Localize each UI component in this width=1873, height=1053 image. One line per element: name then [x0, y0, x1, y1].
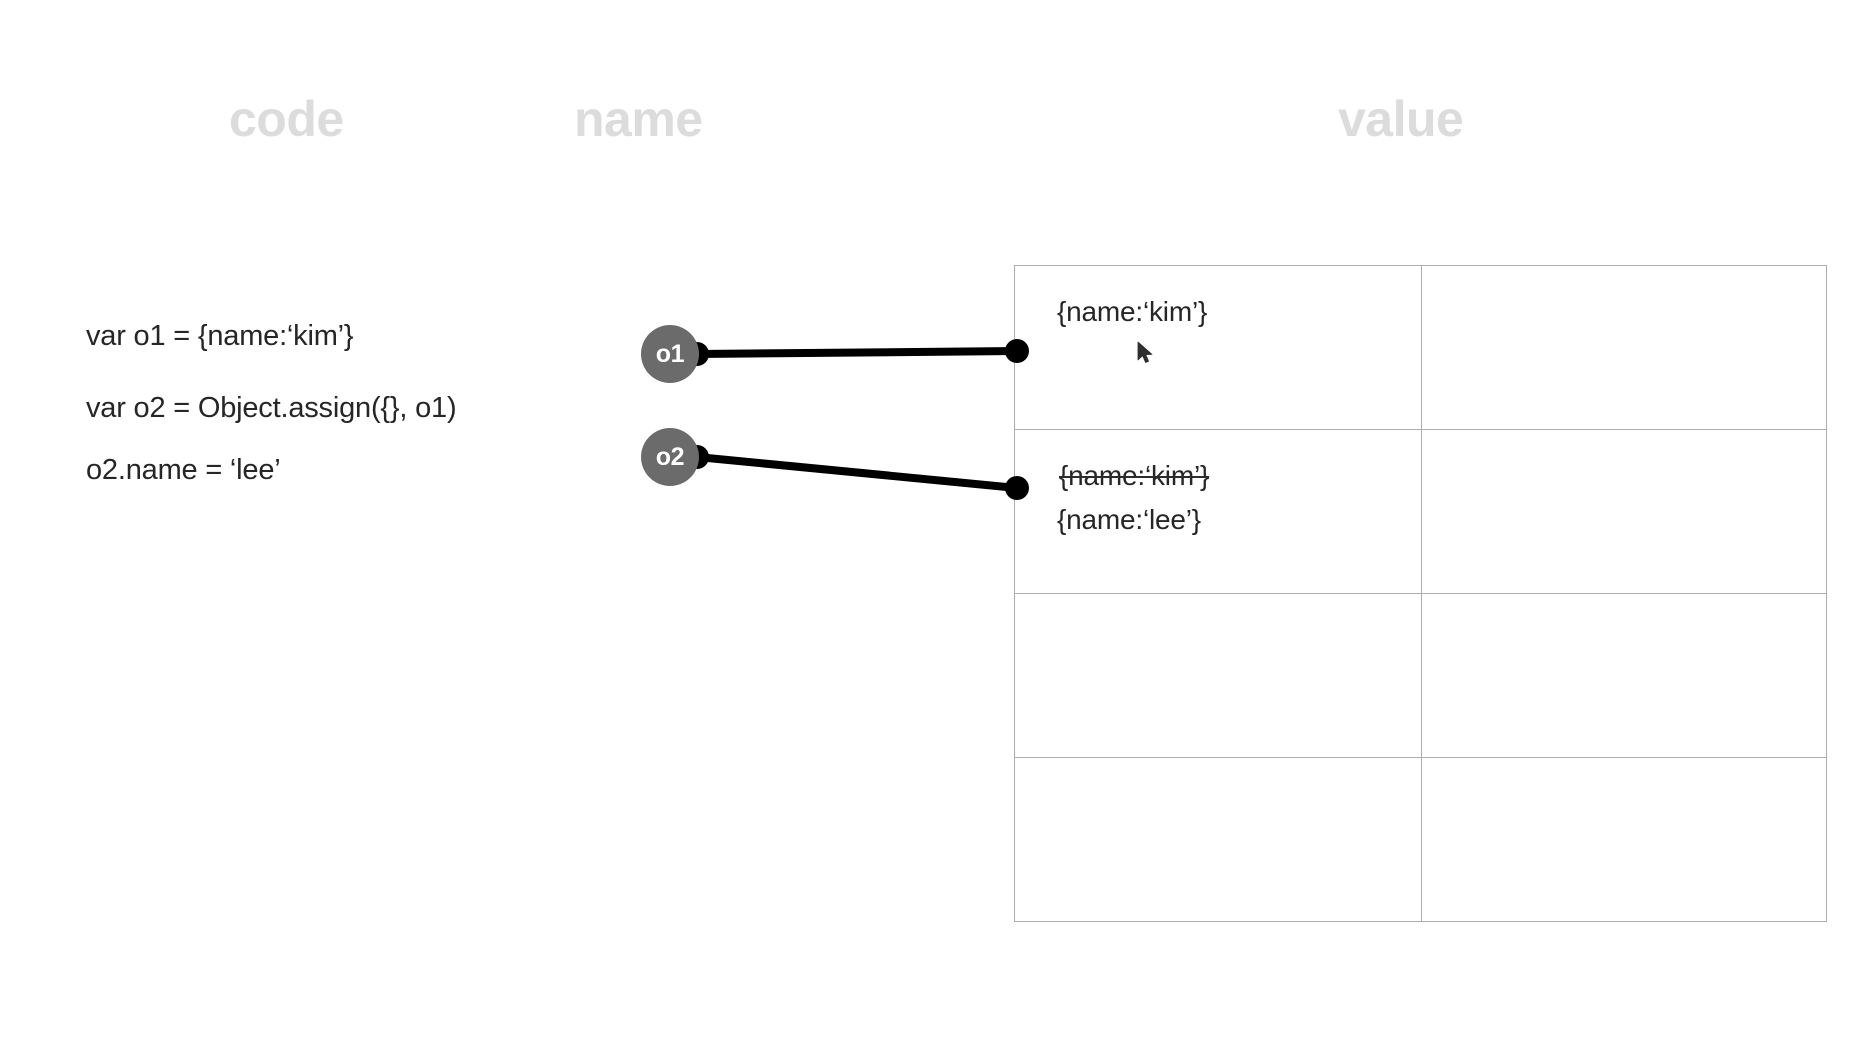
code-listing: var o1 = {name:‘kim’} var o2 = Object.as… [86, 322, 606, 485]
value-entry: {name:‘kim’} [1057, 296, 1208, 327]
column-header-value: value [1338, 91, 1464, 147]
table-cell-empty-1 [1422, 266, 1826, 429]
column-header-name: name [574, 91, 703, 147]
table-row [1015, 594, 1826, 758]
table-cell-empty-6 [1422, 758, 1826, 921]
name-node-label: o1 [655, 339, 685, 368]
table-row: {name:‘kim’} [1015, 266, 1826, 430]
table-row: {name:‘kim’} {name:‘lee’} [1015, 430, 1826, 594]
value-entry-struck: {name:‘kim’} [1059, 460, 1210, 491]
table-row [1015, 758, 1826, 921]
table-cell-empty-5 [1015, 758, 1422, 921]
table-cell-empty-2 [1422, 430, 1826, 593]
name-node-o2[interactable]: o2 [641, 428, 699, 486]
code-line: var o1 = {name:‘kim’} [86, 320, 354, 352]
value-entry: {name:‘lee’} [1057, 504, 1201, 535]
name-node-label: o2 [655, 442, 685, 471]
table-cell-value-1: {name:‘kim’} [1015, 266, 1422, 429]
name-node-o1[interactable]: o1 [641, 325, 699, 383]
table-cell-empty-3 [1015, 594, 1422, 757]
table-cell-empty-4 [1422, 594, 1826, 757]
mouse-pointer-icon [1137, 341, 1153, 363]
value-table: {name:‘kim’} {name:‘kim’} {name:‘lee’} [1014, 265, 1827, 922]
code-line: o2.name = ‘lee’ [86, 454, 281, 486]
edge-o2-to-value [696, 453, 1018, 492]
column-header-code: code [229, 91, 344, 147]
code-line: var o2 = Object.assign({}, o1) [86, 392, 457, 424]
edge-o1-to-value [696, 347, 1018, 358]
table-cell-value-2: {name:‘kim’} {name:‘lee’} [1015, 430, 1422, 593]
